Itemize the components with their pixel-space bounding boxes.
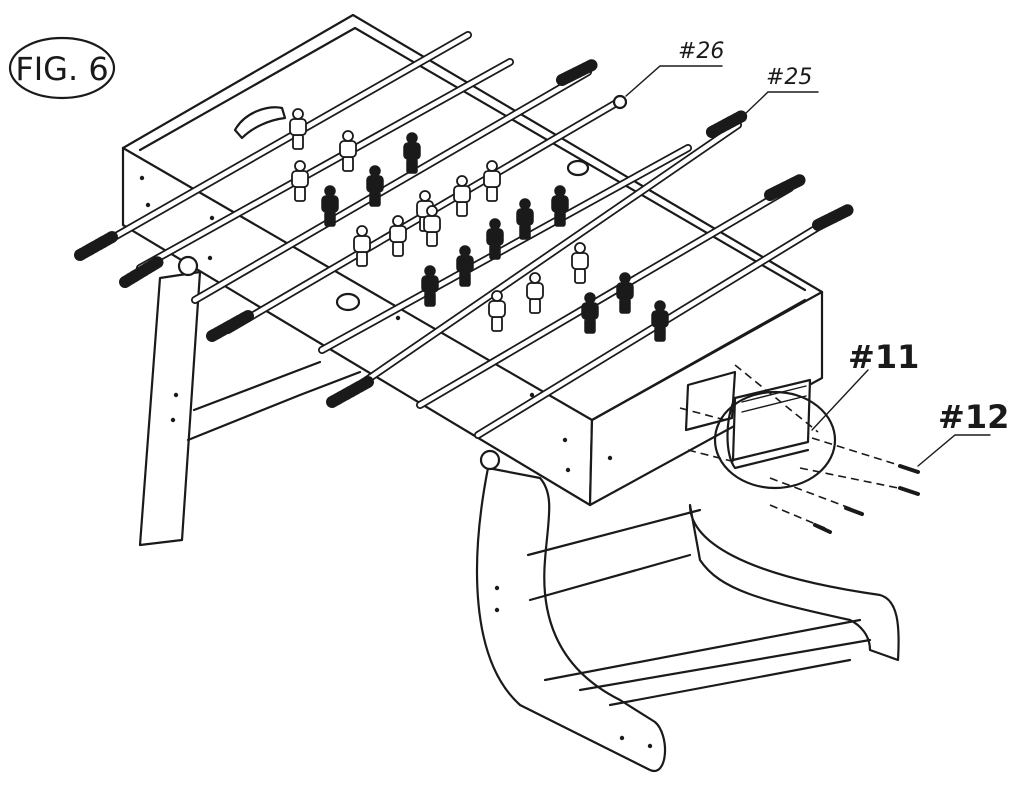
- player-figure: [486, 218, 504, 260]
- player-figure: [339, 130, 357, 172]
- player-figure: [616, 272, 634, 314]
- player-figure: [651, 300, 669, 342]
- player-figure: [353, 225, 371, 267]
- player-rods: [91, 31, 842, 439]
- left-leg: [138, 270, 362, 547]
- score-counter-part: #11: [679, 338, 919, 490]
- callout-12: #12: [938, 398, 1009, 436]
- player-figure: [289, 108, 307, 150]
- player-figure: [581, 292, 599, 334]
- figure-label: FIG. 6: [8, 36, 116, 100]
- player-figure: [551, 185, 569, 227]
- player-figure: [403, 132, 421, 174]
- player-figure: [571, 242, 589, 284]
- callout-25: #25: [766, 65, 812, 90]
- player-figure: [516, 198, 534, 240]
- player-figure: [421, 265, 439, 307]
- player-figure: [526, 272, 544, 314]
- player-figure: [423, 205, 441, 247]
- ball-part: #26: [612, 39, 724, 110]
- player-figure: [389, 215, 407, 257]
- figure-label-text: FIG. 6: [15, 50, 108, 88]
- player-figure: [366, 165, 384, 207]
- player-figure: [456, 245, 474, 287]
- player-figure: [321, 185, 339, 227]
- right-leg-stand: [475, 466, 900, 773]
- players: [289, 108, 669, 342]
- player-figure: [453, 175, 471, 217]
- player-figure: [483, 160, 501, 202]
- player-figure: [488, 290, 506, 332]
- callout-11: #11: [848, 338, 919, 376]
- player-figure: [291, 160, 309, 202]
- handle-part: #25: [706, 65, 819, 138]
- callout-26: #26: [678, 39, 724, 64]
- screws-part: #12: [769, 398, 1009, 534]
